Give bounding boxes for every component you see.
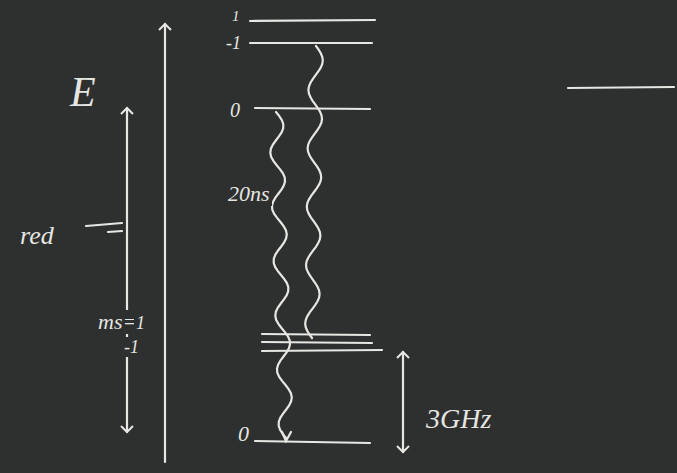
splitting-arrow (402, 352, 404, 452)
spin-label: 0 (228, 99, 242, 121)
energy-level (262, 342, 372, 343)
frequency-label: 3GHz (424, 404, 493, 434)
transition-label: red (18, 222, 56, 250)
energy-level (250, 20, 375, 21)
energy-level (255, 108, 370, 109)
leader-line (108, 231, 122, 232)
energy-level (250, 42, 372, 44)
spin-label: 1 (230, 8, 242, 25)
decay-wave (270, 112, 292, 438)
energy-symbol: E (68, 70, 98, 114)
spin-label: -1 (224, 33, 243, 53)
lifetime-label: 20ns (226, 182, 272, 206)
spin-label: -1 (122, 337, 141, 357)
red-transition-arrow (126, 108, 128, 432)
energy-level (262, 350, 382, 351)
wave-head (282, 432, 291, 441)
spin-label: 1 (134, 313, 147, 333)
chalk-line (568, 87, 674, 88)
energy-axis (164, 24, 166, 462)
spin-label: ms= (96, 310, 139, 334)
decay-wave (305, 46, 323, 338)
energy-level (255, 441, 370, 443)
leader-line (86, 223, 122, 226)
spin-label: 0 (236, 422, 251, 446)
energy-level (262, 334, 370, 335)
